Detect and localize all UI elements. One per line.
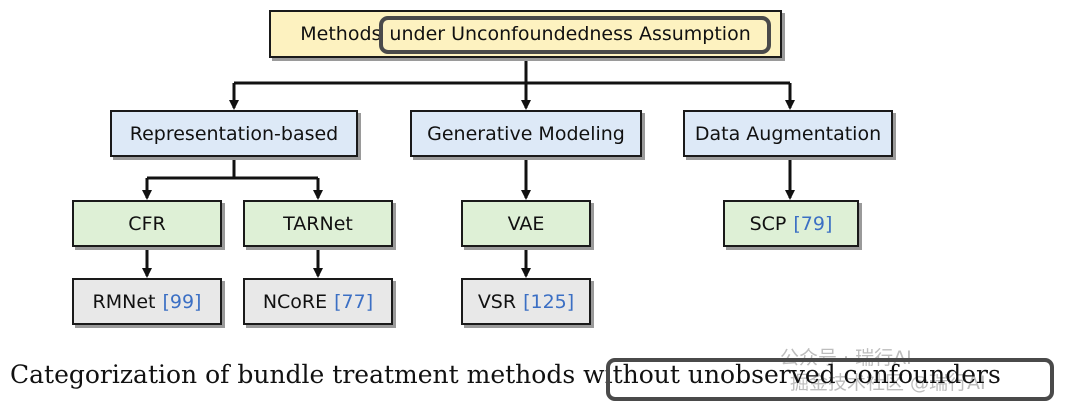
citation-link[interactable]: [79] (793, 212, 833, 235)
method-cfr: CFR (72, 200, 222, 247)
leaf-label: VSR (477, 290, 517, 313)
method-label: VAE (507, 212, 545, 235)
category-label: Generative Modeling (427, 122, 625, 145)
method-label: TARNet (283, 212, 353, 235)
method-label: CFR (128, 212, 166, 235)
root-prefix: Methods (300, 23, 382, 45)
watermark-line-2: 掘金技术社区 @瑞行AI (790, 372, 986, 394)
caption-highlight-frame (606, 358, 1054, 401)
method-vae: VAE (461, 200, 591, 247)
category-representation-based: Representation-based (110, 110, 358, 157)
leaf-label: NCoRE (262, 290, 328, 313)
leaf-rmnet: RMNet [99] (72, 278, 222, 325)
category-label: Representation-based (129, 122, 339, 145)
method-tarnet: TARNet (243, 200, 393, 247)
leaf-ncore: NCoRE [77] (243, 278, 393, 325)
category-label: Data Augmentation (694, 122, 882, 145)
citation-link[interactable]: [77] (334, 290, 374, 313)
method-scp: SCP [79] (723, 200, 859, 247)
method-label: SCP (749, 212, 787, 235)
caption-highlight: without unobserved confounders (583, 360, 1001, 389)
leaf-label: RMNet (92, 290, 156, 313)
category-data-augmentation: Data Augmentation (683, 110, 893, 157)
root-highlight-frame (379, 16, 771, 54)
figure-caption: Categorization of bundle treatment metho… (10, 360, 1001, 389)
leaf-vsr: VSR [125] (461, 278, 591, 325)
caption-prefix: Categorization of bundle treatment metho… (10, 360, 576, 389)
category-generative-modeling: Generative Modeling (410, 110, 642, 157)
citation-link[interactable]: [125] (523, 290, 575, 313)
root-highlight: under Unconfoundedness Assumption (389, 23, 751, 45)
citation-link[interactable]: [99] (162, 290, 202, 313)
